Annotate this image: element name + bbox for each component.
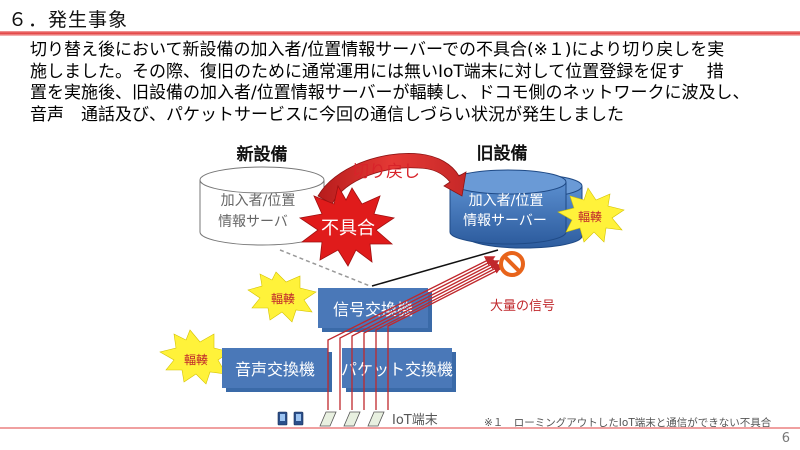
congestion-label: 輻輳 [578,210,602,224]
new-server-label-line1: 加入者/位置 [221,193,296,209]
footnote: ※１ ローミングアウトしたIoT端末と通信ができない不具合 [484,417,772,429]
description-line: 施しました。その際、復旧のために通常運用には無いIoT端末に対して位置登録を促す… [30,61,724,82]
voice-switch: 音声交換機 [222,348,332,392]
old-equipment-label: 旧設備 [477,143,528,164]
voice-switch-label: 音声交換機 [235,360,315,379]
congestion-burst-old-server: 輻輳 [557,187,625,243]
rollback-arrow [317,153,467,205]
description-line: 切り替え後において新設備の加入者/位置情報サーバーでの不具合(※１)により切り戻… [30,40,725,60]
title-divider [0,31,800,36]
phone-icon [293,411,304,426]
defect-burst: 不具合 [298,184,396,267]
old-server-link [371,249,499,287]
iot-module-icon [343,411,361,427]
iot-devices [277,411,385,427]
old-server-label-line2: 情報サーバー [463,213,547,229]
congestion-burst-voice-switch: 輻輳 [159,329,231,385]
description-paragraph: 切り替え後において新設備の加入者/位置情報サーバーでの不具合(※１)により切り戻… [30,40,780,126]
new-equipment-label: 新設備 [237,144,288,165]
old-server-cylinder: 加入者/位置 情報サーバー [449,169,583,249]
slide-title: ６．発生事象 [8,9,129,31]
new-server-link [279,249,371,287]
rollback-label: 切り戻し [352,162,420,182]
congestion-label: 輻輳 [271,292,295,306]
old-server-label-line1: 加入者/位置 [469,193,544,209]
packet-switch-label: パケット交換機 [341,360,453,379]
mass-signal-lines [327,256,504,410]
blocked-icon [499,251,525,277]
defect-label: 不具合 [321,218,375,239]
new-server-cylinder: 加入者/位置 情報サーバ [199,166,325,246]
mass-signal-label: 大量の信号 [490,299,555,314]
footer-divider [0,427,800,429]
page-number: 6 [781,431,790,446]
congestion-burst-signal-switch: 輻輳 [247,271,317,323]
phone-icon [277,411,288,426]
description-line: 音声 通話及び、パケットサービスに今回の通信しづらい状況が発生しました [30,104,624,125]
congestion-label: 輻輳 [184,353,208,367]
iot-module-icon [367,411,385,427]
iot-label: IoT端末 [392,413,438,428]
iot-module-icon [319,411,337,427]
packet-switch: パケット交換機 [341,348,456,392]
new-server-label-line2: 情報サーバ [218,214,288,230]
description-line: 置を実施後、旧設備の加入者/位置情報サーバーが輻輳し、ドコモ側のネットワークに波… [30,83,750,103]
